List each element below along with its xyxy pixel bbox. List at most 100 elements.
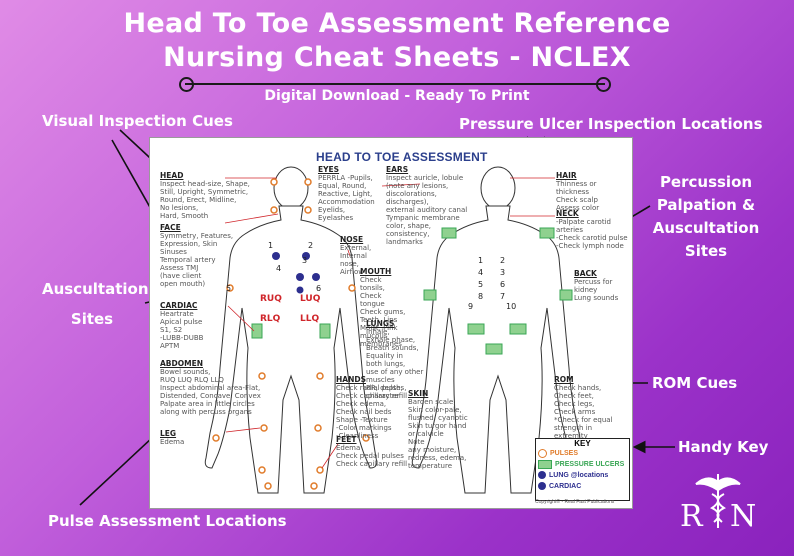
- callout-percussion-line: Percussion: [659, 173, 753, 191]
- section-abdomen-title: ABDOMEN: [160, 359, 203, 368]
- pulse-temporal-r: [270, 178, 278, 186]
- lung-markers: [272, 252, 320, 294]
- legend-key: KEY PULSES PRESSURE ULCERS LUNG @locatio…: [535, 438, 630, 501]
- logo-text-n: N: [730, 499, 756, 532]
- section-abdomen-text: Bowel sounds, RUQ LUQ RLQ LLQ Inspect ab…: [160, 368, 261, 416]
- section-neck-text: -Palpate carotid arteries -Check carotid…: [556, 218, 628, 250]
- front-torso: [204, 205, 378, 494]
- pulse-radial-l: [362, 434, 370, 442]
- back-number-5: 5: [478, 280, 484, 289]
- logo-text-r: R: [680, 499, 704, 532]
- leader-leg: [225, 427, 261, 433]
- back-number-4: 4: [478, 268, 484, 277]
- pulse-brachial-l: [348, 284, 356, 292]
- pressure-back-hip-l: [509, 323, 527, 335]
- key-row-cardiac: CARDIAC: [536, 481, 629, 492]
- section-feet-title: FEET: [336, 435, 357, 444]
- section-face-text: Symmetry, Features, Expression, Skin Sin…: [160, 232, 234, 288]
- section-mouth-title: MOUTH: [360, 267, 392, 276]
- back-number-1: 1: [478, 256, 484, 265]
- section-head-text: Inspect head-size, Shape, Still, Upright…: [160, 180, 250, 220]
- back-number-2: 2: [500, 256, 506, 265]
- body-illustration: [204, 166, 585, 494]
- section-mouth-text: Check tonsils, Check tongue Check gums, …: [360, 276, 406, 348]
- pressure-back-elbow-r: [423, 289, 437, 301]
- lung-marker-4: [312, 273, 320, 281]
- cardiac-legend-icon: [538, 482, 546, 491]
- subtitle: Digital Download - Ready To Print: [264, 88, 530, 104]
- back-number-3: 3: [500, 268, 506, 277]
- leader-lungs: [347, 249, 351, 257]
- pulse-popliteal-r: [260, 424, 268, 432]
- callout-percussion-line: Auscultation: [652, 219, 760, 237]
- pressure-ulcer-markers: [251, 227, 573, 355]
- leader-face: [224, 213, 279, 224]
- section-face-title: FACE: [160, 223, 181, 232]
- section-neck-title: NECK: [556, 209, 579, 218]
- section-rom-text: Check hands, Check feet, Check legs, Che…: [554, 384, 613, 440]
- callout-percussion: Percussion Palpation & Auscultation Site…: [650, 171, 762, 263]
- section-hair-title: HAIR: [556, 171, 577, 180]
- pressure-front-hip-l: [319, 323, 331, 339]
- pulse-femoral-l: [316, 372, 324, 380]
- callout-pressure-ulcer: Pressure Ulcer Inspection Locations: [459, 115, 763, 133]
- quadrant-ruq: RUQ: [260, 294, 282, 304]
- callout-auscultation-line: Auscultation: [42, 280, 149, 298]
- pulse-popliteal-l: [314, 424, 322, 432]
- page-subtitle-title: Nursing Cheat Sheets - NCLEX: [163, 42, 631, 73]
- pressure-ulcer-legend-icon: [538, 459, 552, 469]
- section-lungs-text: Inhale, Exhale phase, Breath sounds, Equ…: [366, 328, 424, 400]
- pressure-back-elbow-l: [559, 289, 573, 301]
- key-row-lung: LUNG @locations: [536, 470, 629, 481]
- callout-visual-inspection: Visual Inspection Cues: [42, 112, 233, 130]
- front-number-3: 3: [302, 256, 308, 265]
- lung-legend-icon: [538, 471, 546, 480]
- section-leg-text: Edema: [160, 438, 185, 446]
- assessment-sheet: HEAD TO TOE ASSESSMENT: [149, 137, 633, 509]
- section-rom-title: ROM: [554, 375, 574, 384]
- section-neck: NECK-Palpate carotid arteries -Check car…: [556, 209, 628, 251]
- leader-lines: [224, 177, 555, 469]
- cardiac-marker: [296, 286, 304, 294]
- back-head: [480, 166, 516, 210]
- pulse-neck-r: [270, 206, 278, 214]
- section-lungs-title: LUNGS: [366, 319, 395, 328]
- back-number-10: 10: [506, 302, 517, 311]
- quadrant-luq: LUQ: [300, 294, 321, 304]
- section-ears-title: EARS: [386, 165, 409, 174]
- pressure-back-shoulder-l: [539, 227, 555, 239]
- pulse-femoral-r: [258, 372, 266, 380]
- key-row-label: PULSES: [550, 450, 579, 457]
- copyright: Copyright© - Real Fast Publications: [535, 499, 615, 505]
- key-row-label: LUNG @locations: [549, 472, 609, 479]
- section-hands-title: HANDS: [336, 375, 366, 384]
- lung-marker-1: [272, 252, 280, 260]
- section-skin-title: SKIN: [408, 389, 429, 398]
- section-hair-text: Thinness or thickness Check scalp Assess…: [556, 180, 600, 212]
- back-number-6: 6: [500, 280, 506, 289]
- pulse-pedal-r: [258, 466, 266, 474]
- front-number-2: 2: [308, 241, 314, 250]
- front-number-4: 4: [276, 264, 282, 273]
- key-row-label: CARDIAC: [549, 483, 582, 490]
- section-feet-text: Edema Check pedal pulses Check capillary…: [336, 444, 408, 468]
- pressure-back-shoulder-r: [441, 227, 457, 239]
- front-number-6: 6: [316, 284, 322, 293]
- callout-percussion-line: Sites: [684, 242, 728, 260]
- callout-pulse: Pulse Assessment Locations: [48, 512, 287, 530]
- front-number-1: 1: [268, 241, 274, 250]
- section-back-text: Percuss for kidney Lung sounds: [574, 278, 619, 302]
- divider-right-dot: [596, 77, 611, 92]
- lung-marker-3: [296, 273, 304, 281]
- pulse-foot-l: [310, 482, 318, 490]
- section-back-title: BACK: [574, 269, 597, 278]
